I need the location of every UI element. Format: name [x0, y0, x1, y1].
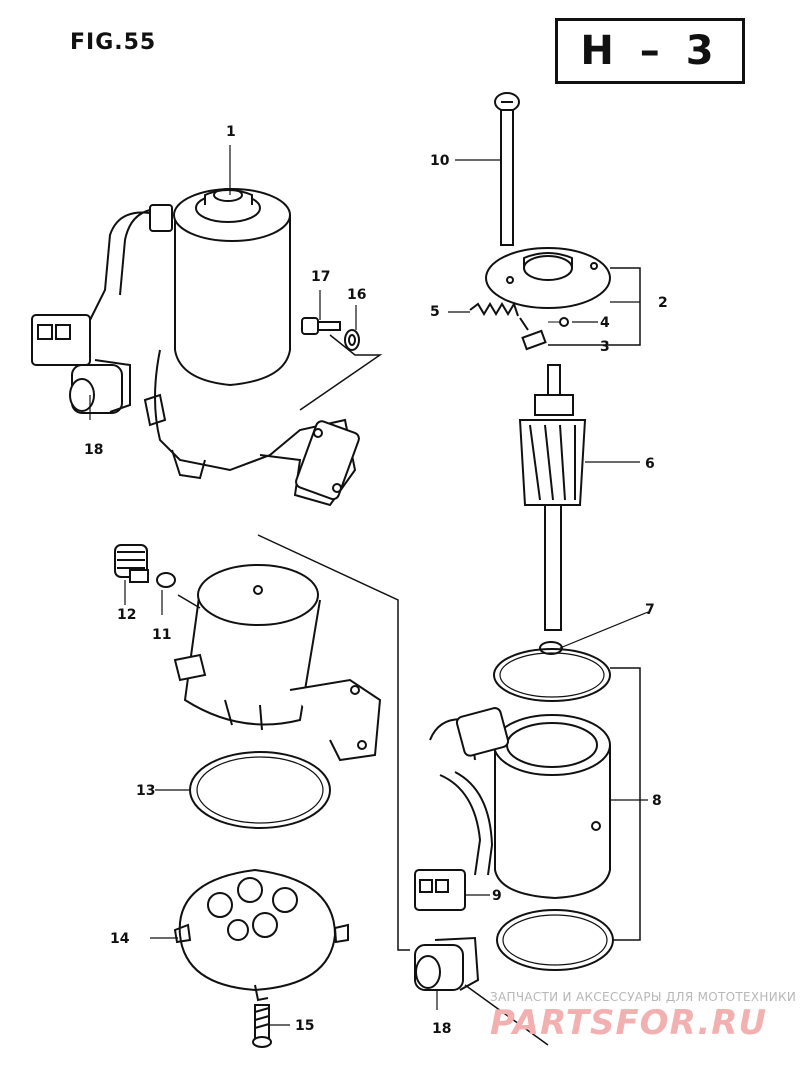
oil-plug-upper [69, 359, 131, 414]
callout-4: 4 [600, 315, 610, 331]
callout-15: 15 [295, 1018, 315, 1034]
screw-15 [252, 1004, 272, 1048]
callout-9: 9 [492, 888, 502, 904]
callout-2: 2 [658, 295, 668, 311]
motor-yoke-8 [429, 707, 611, 900]
armature-6 [518, 364, 587, 631]
motor-housing [173, 564, 382, 762]
callout-18-upper: 18 [84, 442, 104, 458]
callout-1: 1 [226, 124, 236, 140]
callout-14: 14 [110, 931, 130, 947]
watermark-text: ЗАПЧАСТИ И АКСЕССУАРЫ ДЛЯ МОТОТЕХНИКИ [490, 990, 797, 1004]
callout-16: 16 [347, 287, 367, 303]
washer-7 [539, 641, 563, 655]
pin-4 [559, 317, 569, 327]
brush-spring-5 [469, 301, 519, 317]
wire-lead-9 [414, 771, 494, 911]
screw-plug-12 [114, 544, 149, 583]
brush-holder-cover-2 [485, 247, 611, 309]
callout-17: 17 [311, 269, 331, 285]
o-ring-11 [156, 572, 176, 588]
callout-3: 3 [600, 339, 610, 355]
o-ring-13 [189, 751, 331, 829]
page-code-box: H – 3 [555, 18, 745, 84]
callout-8: 8 [652, 793, 662, 809]
trim-motor-assembly [31, 188, 360, 507]
o-ring-lower-8 [496, 909, 614, 971]
callout-6: 6 [645, 456, 655, 472]
callout-10: 10 [430, 153, 450, 169]
pump-base-14 [173, 868, 349, 1002]
watermark-logo: PARTSFOR.RU [490, 1003, 768, 1043]
callout-13: 13 [136, 783, 156, 799]
through-bolt-10 [494, 92, 520, 246]
bolt-17 [301, 317, 341, 335]
callout-12: 12 [117, 607, 137, 623]
oil-plug-lower [414, 936, 480, 991]
callout-7: 7 [645, 602, 655, 618]
leader-lines [89, 145, 649, 1026]
brush-3 [519, 317, 547, 351]
figure-title: FIG.55 [70, 30, 157, 55]
washer-16 [344, 329, 360, 351]
o-ring-upper-8 [493, 648, 611, 702]
callout-18-lower: 18 [432, 1021, 452, 1037]
callout-11: 11 [152, 627, 172, 643]
callout-5: 5 [430, 304, 440, 320]
